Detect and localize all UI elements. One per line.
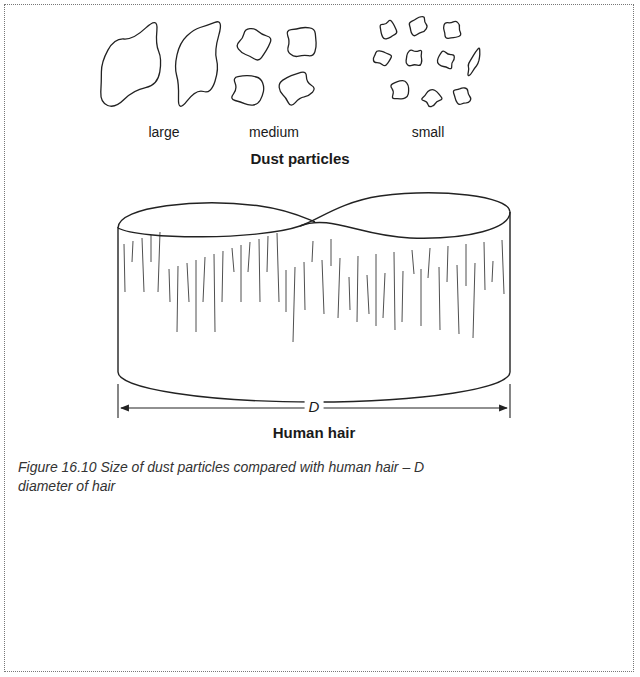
hair-texture xyxy=(412,250,414,274)
hair-texture xyxy=(473,263,475,338)
hair-texture xyxy=(447,246,448,282)
hair-texture xyxy=(383,273,385,318)
hair-texture xyxy=(124,244,125,292)
hair-texture xyxy=(232,248,234,272)
dust-particle xyxy=(287,28,316,57)
dimension-label: D xyxy=(305,398,324,415)
dust-particle xyxy=(279,72,314,105)
hair-texture xyxy=(286,270,287,312)
hair-texture xyxy=(484,242,485,290)
dust-particle xyxy=(232,76,264,105)
dust-particle xyxy=(176,22,221,107)
hair-texture xyxy=(158,232,160,292)
hair-texture xyxy=(428,248,430,278)
size-label: small xyxy=(412,124,445,140)
hair-texture xyxy=(196,260,197,332)
hair-texture xyxy=(222,251,223,302)
dust-particle xyxy=(101,23,161,107)
hair-texture xyxy=(304,262,305,310)
dust-particle xyxy=(422,90,442,107)
hair-texture xyxy=(312,241,313,262)
section-heading: Dust particles xyxy=(250,150,349,167)
dust-particle xyxy=(437,51,454,69)
hair-texture xyxy=(394,252,395,330)
dust-particle xyxy=(453,88,470,104)
dust-particle xyxy=(409,17,427,36)
hair-texture xyxy=(214,254,215,332)
hair-texture xyxy=(349,277,350,310)
hair-texture xyxy=(402,271,403,322)
dust-particle xyxy=(391,81,409,99)
hair-texture xyxy=(132,241,133,262)
hair-texture xyxy=(259,239,260,302)
hair-texture xyxy=(267,236,268,272)
section-heading: Human hair xyxy=(273,424,356,441)
hair-texture xyxy=(187,263,189,302)
dimension-line xyxy=(118,384,510,418)
dust-particle xyxy=(380,20,397,39)
dust-particles xyxy=(101,17,480,107)
hair-texture xyxy=(177,266,178,332)
hair-texture xyxy=(439,267,440,330)
dust-particle xyxy=(406,50,422,66)
dust-particle xyxy=(444,21,461,38)
hair-texture xyxy=(322,260,324,314)
hair-strand xyxy=(118,193,510,402)
hair-texture xyxy=(502,240,504,294)
figure-caption: Figure 16.10 Size of dust particles comp… xyxy=(18,458,448,496)
hair-texture xyxy=(421,269,422,326)
hair-texture xyxy=(203,257,205,302)
dust-particle xyxy=(237,29,271,60)
hair-texture xyxy=(277,233,279,302)
hair-texture xyxy=(376,254,377,326)
hair-texture xyxy=(357,256,358,322)
hair-texture xyxy=(248,242,250,272)
hair-texture xyxy=(466,244,467,286)
hair-texture xyxy=(241,245,242,302)
hair-texture xyxy=(142,238,144,292)
hair-texture xyxy=(367,275,369,314)
dust-particle xyxy=(373,51,391,66)
hair-texture xyxy=(293,267,295,342)
hair-texture xyxy=(492,261,493,282)
hair-texture xyxy=(338,258,340,318)
hair-texture xyxy=(169,269,170,302)
size-label: medium xyxy=(249,124,299,140)
hair-texture xyxy=(151,235,152,262)
hair-texture xyxy=(457,265,459,334)
size-label: large xyxy=(148,124,179,140)
dust-particle xyxy=(468,48,480,75)
hair-texture xyxy=(331,239,332,266)
